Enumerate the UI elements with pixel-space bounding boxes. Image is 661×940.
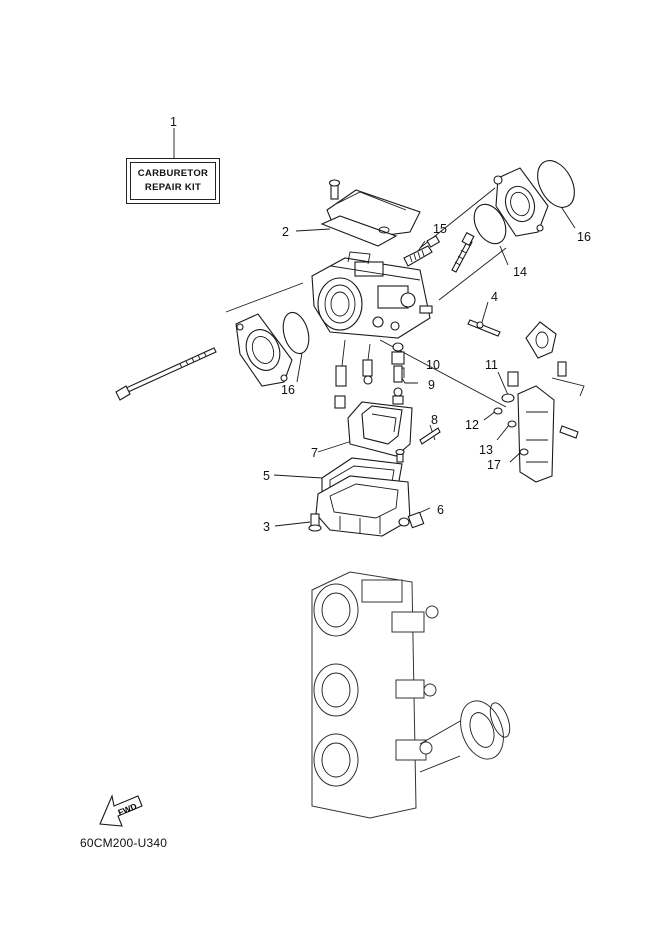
callout-3: 3 (263, 520, 270, 534)
diagram-code: 60CM200-U340 (80, 836, 168, 850)
callout-14: 14 (513, 265, 527, 279)
callout-15: 15 (433, 222, 447, 236)
gasket-16-upper (537, 160, 575, 208)
callout-16-upper: 16 (577, 230, 591, 244)
callout-5: 5 (263, 469, 270, 483)
drain-screw (308, 513, 322, 532)
long-bolt-lower (115, 347, 217, 401)
accelerator-pump-assembly (493, 321, 585, 483)
float-pin (419, 427, 441, 445)
callout-13: 13 (479, 443, 493, 457)
callout-numbers: 1 2 3 4 5 6 7 8 9 10 11 12 13 14 15 16 1… (170, 115, 591, 534)
gasket-16-lower (282, 311, 310, 355)
carburetor-stack-reference (311, 571, 463, 819)
callout-10: 10 (426, 358, 440, 372)
callout-4: 4 (491, 290, 498, 304)
repair-kit-line-2: REPAIR KIT (144, 182, 202, 193)
needle-valve-parts (391, 342, 405, 405)
top-cover-assembly (320, 179, 421, 247)
repair-kit-line-1: CARBURETOR (137, 168, 209, 179)
callout-6: 6 (437, 503, 444, 517)
callout-1: 1 (170, 115, 177, 129)
bowl-plug (398, 511, 425, 529)
long-bolt-upper (451, 231, 475, 273)
gasket-14 (473, 203, 507, 245)
callout-12: 12 (465, 418, 479, 432)
callout-11: 11 (485, 358, 498, 372)
callout-16-lower: 16 (281, 383, 295, 397)
pilot-screw-spring (403, 235, 441, 267)
jet-parts (334, 339, 373, 409)
carburetor-body (311, 251, 433, 339)
adjust-screw (467, 319, 501, 337)
callout-8: 8 (431, 413, 438, 427)
intake-flange-upper (493, 167, 549, 237)
callout-7: 7 (311, 446, 318, 460)
callout-9: 9 (428, 378, 435, 392)
callout-2: 2 (282, 225, 289, 239)
repair-kit-label: CARBURETOR REPAIR KIT (126, 158, 220, 204)
intake-flange-left (235, 313, 293, 387)
fwd-arrow-icon: FWD (99, 794, 143, 827)
float (347, 401, 413, 457)
float-screw (395, 448, 405, 463)
callout-17: 17 (487, 458, 501, 472)
choke-solenoid-reference (460, 700, 511, 760)
